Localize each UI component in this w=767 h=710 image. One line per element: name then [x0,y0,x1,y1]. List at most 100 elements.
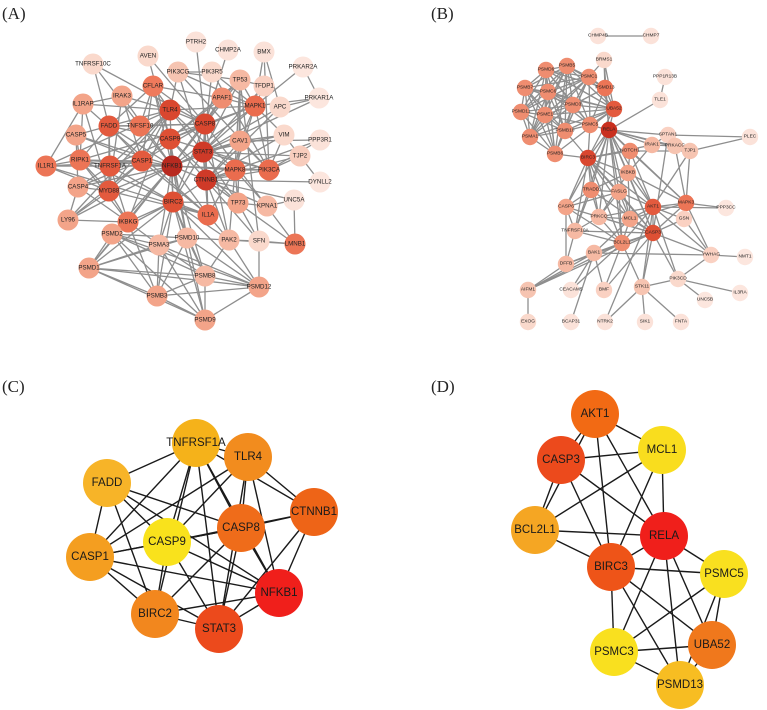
node-prkar1a[interactable]: PRKAR1A [305,87,335,109]
node-pik3ca[interactable]: PIK3CA [258,159,281,181]
node-irak1[interactable]: IRAK1 [643,136,661,154]
node-tlr4[interactable]: TLR4 [224,433,272,481]
node-bmf[interactable]: BMF [595,281,613,299]
node-bmx[interactable]: BMX [253,41,275,63]
node-tradd[interactable]: TRADD [583,181,600,199]
node-gsn[interactable]: GSN [675,210,693,228]
node-psmd13[interactable]: PSMD13 [656,661,704,709]
node-akt1[interactable]: AKT1 [644,198,662,216]
node-birc2[interactable]: BIRC2 [162,191,184,213]
node-apaf1[interactable]: APAF1 [211,87,233,109]
node-tp53[interactable]: TP53 [229,69,251,91]
node-notch1[interactable]: NOTCH1 [620,142,640,160]
node-uba52[interactable]: UBA52 [605,100,623,118]
node-rela[interactable]: RELA [640,512,688,560]
node-tjp2[interactable]: TJP2 [289,145,311,167]
node-casp9[interactable]: CASP9 [143,518,191,566]
node-tnfrsf1a[interactable]: TNFRSF1A [166,419,226,467]
node-chmp7[interactable]: CHMP7 [643,27,660,45]
node-bak1[interactable]: BAK1 [585,244,603,262]
node-apc[interactable]: APC [269,96,291,118]
node-prkar2a[interactable]: PRKAR2A [289,56,319,78]
node-ywhag[interactable]: YWHAG [702,246,720,264]
node-unc5a[interactable]: UNC5A [283,189,306,211]
node-psmd9[interactable]: PSMD9 [194,309,216,331]
node-tlr4[interactable]: TLR4 [159,99,181,121]
node-il1a[interactable]: IL1A [197,204,219,226]
node-psmc1[interactable]: PSMC1 [581,68,598,86]
node-psmd2[interactable]: PSMD2 [101,223,123,245]
node-casp3[interactable]: CASP3 [644,224,662,242]
node-tjp1[interactable]: TJP1 [681,142,699,160]
node-unc5b[interactable]: UNC5B [696,291,714,309]
node-ripk1[interactable]: RIPK1 [69,149,91,171]
node-tle1[interactable]: TLE1 [651,91,669,109]
node-brms1[interactable]: BRMS1 [596,51,613,69]
node-uba52[interactable]: UBA52 [688,621,736,669]
node-cflar[interactable]: CFLAR [142,75,164,97]
node-psmd11[interactable]: PSMD11 [512,103,531,121]
node-tfdp1[interactable]: TFDP1 [253,75,275,97]
node-nmt1[interactable]: NMT1 [736,248,754,266]
node-stat3[interactable]: STAT3 [195,605,243,653]
node-nfkb1[interactable]: NFKB1 [255,569,303,617]
node-stat3[interactable]: STAT3 [192,141,214,163]
node-psmd6[interactable]: PSMD6 [538,61,555,79]
node-tnfsf10[interactable]: TNFSF10 [127,115,154,137]
node-il1r1[interactable]: IL1R1 [35,155,57,177]
node-psmd12[interactable]: PSMD12 [247,276,272,298]
node-mcl1[interactable]: MCL1 [621,210,639,228]
node-psmb3[interactable]: PSMB3 [146,285,169,307]
node-tnfrsf10a[interactable]: TNFRSF10A [561,222,590,240]
node-myd88[interactable]: MYD88 [98,180,120,202]
node-ptrh2[interactable]: PTRH2 [185,31,207,53]
node-psma3[interactable]: PSMA3 [148,234,171,256]
node-prkcq[interactable]: PRKCQ [590,208,608,226]
node-aven[interactable]: AVEN [137,45,159,67]
node-ikbkg[interactable]: IKBKG [117,211,139,233]
node-tnfrsf1a[interactable]: TNFRSF1A [94,155,127,177]
node-aifm1[interactable]: AIFM1 [519,281,537,299]
node-dffb[interactable]: DFFB [557,255,575,273]
node-pik3cd[interactable]: PIK3CD [669,270,687,288]
node-chmp2a[interactable]: CHMP2A [215,39,242,61]
node-psmc5[interactable]: PSMC5 [700,550,748,598]
node-psmd1[interactable]: PSMD1 [78,257,100,279]
node-psme1[interactable]: PSME1 [536,106,554,124]
node-mapk1[interactable]: MAPK1 [244,95,267,117]
node-il1rap[interactable]: IL1RAP [72,93,94,115]
node-mapk8[interactable]: MAPK8 [224,159,247,181]
node-ceacam5[interactable]: CEACAM5 [559,281,583,299]
node-pik3r5[interactable]: PIK3R5 [201,61,223,83]
node-ppp3cc[interactable]: PPP3CC [716,199,736,217]
node-prkacg[interactable]: PRKACG [665,137,686,155]
node-ppp3r1[interactable]: PPP3R1 [308,129,332,151]
node-birc3[interactable]: BIRC3 [579,149,597,167]
node-casp1[interactable]: CASP1 [131,150,153,172]
node-birc3[interactable]: BIRC3 [587,543,635,591]
node-plec[interactable]: PLEC [741,128,759,146]
node-psmb6[interactable]: PSMB6 [546,145,564,163]
node-chmp4b[interactable]: CHMP4B [588,27,608,45]
node-kpna1[interactable]: KPNA1 [256,195,278,217]
node-nfkb1[interactable]: NFKB1 [161,155,183,177]
node-tp73[interactable]: TP73 [227,192,249,214]
node-faslg[interactable]: FASLG [610,183,628,201]
node-dynll2[interactable]: DYNLL2 [308,171,332,193]
node-casp8[interactable]: CASP8 [217,504,265,552]
node-psmc6[interactable]: PSMC6 [540,83,557,101]
node-casp4[interactable]: CASP4 [67,176,89,198]
node-psmc5[interactable]: PSMC5 [582,116,599,134]
node-psma1[interactable]: PSMA1 [521,128,539,146]
node-stk11[interactable]: STK11 [633,278,651,296]
node-tnfrsf10c[interactable]: TNFRSF10C [75,53,111,75]
node-fadd[interactable]: FADD [98,115,120,137]
node-mcl1[interactable]: MCL1 [638,426,686,474]
node-irak3[interactable]: IRAK3 [111,85,133,107]
node-akt1[interactable]: AKT1 [571,390,619,438]
node-ctnnb1[interactable]: CTNNB1 [194,169,219,191]
node-psmc3[interactable]: PSMC3 [590,628,638,676]
node-casp5[interactable]: CASP5 [65,124,87,146]
node-psmd13[interactable]: PSMD13 [595,79,615,97]
node-mapk3[interactable]: MAPK3 [677,194,695,212]
